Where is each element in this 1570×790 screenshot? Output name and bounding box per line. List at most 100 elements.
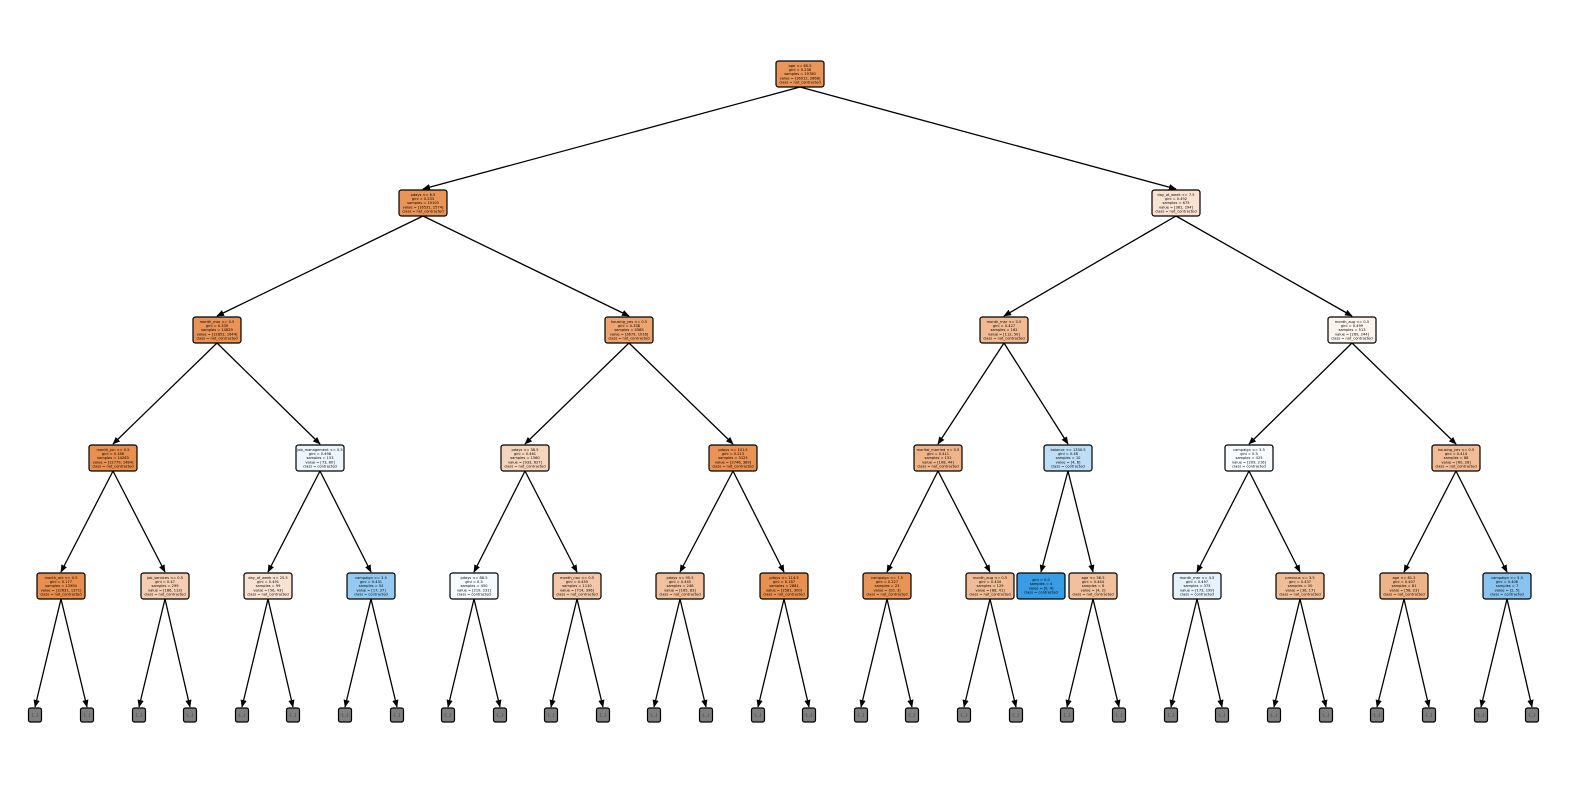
node-line: class = not_contracted	[196, 337, 237, 341]
truncated-leaf: (...)	[389, 707, 405, 723]
node-line: value = [58, 23]	[1389, 588, 1419, 592]
node-line: samples = 1110	[562, 584, 592, 588]
edge-n27-leaf22	[1169, 598, 1198, 708]
node-line: samples = 81	[1392, 584, 1417, 588]
edge-n16-leaf2	[137, 598, 166, 708]
node-line: marital_married <= 0.5	[917, 448, 960, 452]
node-line: samples = 129	[976, 584, 1004, 588]
leaf-label: (...)	[1478, 712, 1485, 717]
node-box	[1043, 444, 1093, 472]
edge-n7-n15	[60, 470, 114, 573]
node-line: samples = 50	[1288, 584, 1314, 588]
truncated-leaf: (...)	[492, 707, 508, 723]
leaf-box	[1059, 707, 1075, 723]
leaf-label: (...)	[548, 712, 555, 717]
node-line: gini = 0.492	[1165, 197, 1187, 201]
leaf-box	[1318, 707, 1334, 723]
leaf-label: (...)	[961, 712, 968, 717]
edge-n11-n24	[937, 470, 991, 573]
node-line: month_oct <= 0.5	[44, 576, 77, 580]
edge-n10-n21	[679, 470, 734, 573]
node-line: gini = 0.213	[722, 452, 744, 456]
node-line: value = [20, 3]	[873, 588, 901, 592]
node-line: value = [186, 113]	[148, 588, 183, 592]
edge-n10-n22	[732, 470, 785, 573]
truncated-leaf: (...)	[182, 707, 198, 723]
node-line: gini = 0.187	[773, 580, 795, 584]
leaf-box	[543, 707, 559, 723]
edge-n24-leaf18	[962, 598, 991, 708]
node-box	[36, 572, 86, 600]
node-line: month_aug <= 0.5	[973, 576, 1007, 580]
leaf-label: (...)	[806, 712, 813, 717]
node-line: gini = 0.445	[669, 580, 691, 584]
edge-n1-n3	[216, 215, 424, 317]
node-box	[759, 572, 809, 600]
leaf-box	[79, 707, 95, 723]
node-line: value = [56, 43]	[253, 588, 283, 592]
node-line: samples = 54	[359, 584, 385, 588]
leaf-box	[1163, 707, 1179, 723]
truncated-leaf: (...)	[1524, 707, 1540, 723]
edge-n22-leaf14	[756, 598, 785, 708]
truncated-leaf: (...)	[543, 707, 559, 723]
truncated-leaf: (...)	[750, 707, 766, 723]
node-line: age <= 61.5	[1392, 576, 1415, 580]
leaf-label: (...)	[1168, 712, 1175, 717]
node-line: samples = 4	[1030, 582, 1053, 586]
edge-n29-leaf27	[1403, 598, 1431, 708]
leaf-box	[904, 707, 920, 723]
truncated-leaf: (...)	[1163, 707, 1179, 723]
leaf-label: (...)	[1426, 712, 1433, 717]
edge-n18-leaf6	[343, 598, 372, 708]
leaf-label: (...)	[858, 712, 865, 717]
node-box	[192, 316, 242, 344]
node-line: previous <= 3.5	[1285, 576, 1314, 580]
node-line: gini = 0.0	[1032, 578, 1050, 582]
node-line: class = not_contracted	[247, 593, 288, 597]
truncated-leaf: (...)	[646, 707, 662, 723]
node-line: class = contracted	[1024, 591, 1058, 595]
edge-n14-n29	[1403, 470, 1457, 573]
node-line: pdays <= 38.5	[511, 448, 538, 452]
edge-n0-n1	[422, 86, 801, 191]
truncated-leaf: (...)	[698, 707, 714, 723]
leaf-label: (...)	[394, 712, 401, 717]
node-line: class = contracted	[354, 593, 388, 597]
node-box	[1327, 316, 1377, 344]
node-line: gini = 0.186	[102, 452, 125, 456]
leaf-label: (...)	[1374, 712, 1381, 717]
node-line: samples = 19105	[407, 201, 439, 205]
truncated-leaves: (...) (...) (...) (...) (...) (...) (...) (...)…	[27, 707, 1540, 723]
node-box	[965, 572, 1015, 600]
leaf-label: (...)	[84, 712, 91, 717]
leaf-box	[131, 707, 147, 723]
leaf-box	[956, 707, 972, 723]
edge-n12-n26	[1067, 470, 1095, 573]
node-line: samples = 162	[990, 328, 1017, 332]
node-line: value = [4, 2]	[1081, 588, 1106, 592]
node-box	[862, 572, 912, 600]
node-line: class = not_contracted	[659, 593, 700, 597]
truncated-leaf: (...)	[1369, 707, 1385, 723]
edge-n0-n2	[799, 86, 1177, 191]
leaf-label: (...)	[1323, 712, 1330, 717]
edge-n16-leaf3	[164, 598, 192, 708]
node-line: samples = 7	[1496, 584, 1519, 588]
node-line: gini = 0.411	[927, 452, 949, 456]
node-line: gini = 0.5	[465, 580, 483, 584]
leaf-box	[1266, 707, 1282, 723]
node-line: class = not_contracted	[1331, 337, 1372, 341]
node-box	[449, 572, 499, 600]
node-line: value = [12779, 1484]	[93, 460, 134, 464]
